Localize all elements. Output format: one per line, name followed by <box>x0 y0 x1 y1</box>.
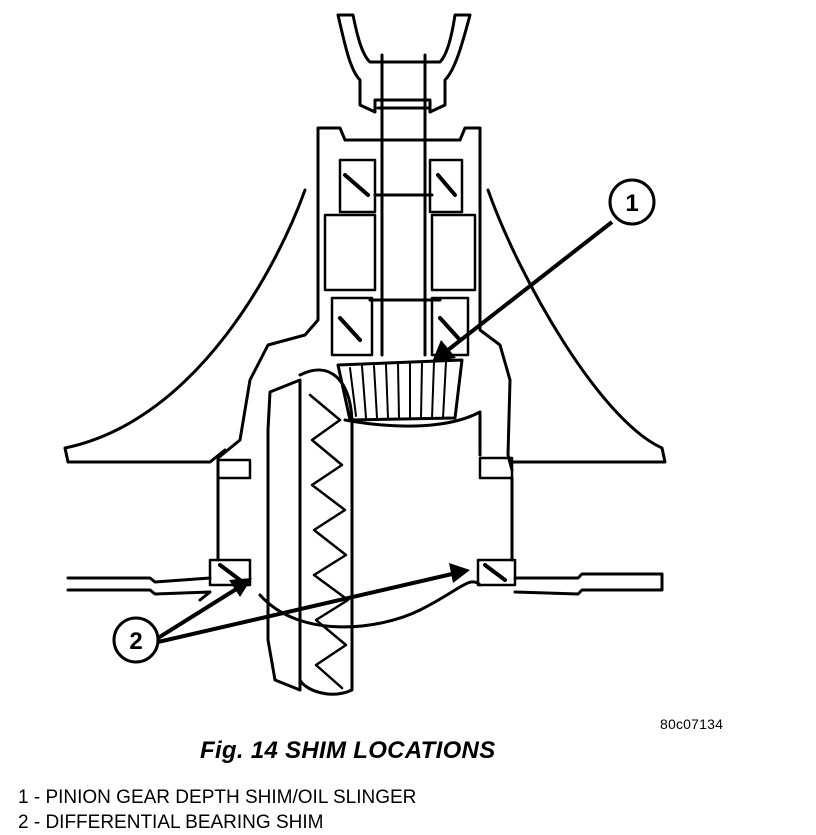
callout-1-label: 1 <box>625 190 638 217</box>
callout-1-leader <box>446 220 614 352</box>
pinion-housing <box>216 126 514 557</box>
pinion-bearing-upper <box>338 158 464 214</box>
ring-gear-teeth <box>308 393 350 690</box>
pinion-spacer <box>323 213 477 292</box>
callout-2-leader-right <box>157 572 453 644</box>
axle-tube-right <box>513 572 664 596</box>
housing-flange-left <box>63 188 307 464</box>
axle-tube-left <box>66 576 212 602</box>
callout-2-leader-left <box>156 586 240 640</box>
diff-bearing-left-upper <box>216 458 252 480</box>
pinion-gear-head <box>336 358 464 422</box>
pinion-bearing-lower <box>330 296 470 357</box>
legend: 1 - PINION GEAR DEPTH SHIM/OIL SLINGER 2… <box>18 785 416 835</box>
figure-caption: Fig. 14 SHIM LOCATIONS <box>200 737 496 764</box>
diff-bearing-right-upper <box>478 456 514 480</box>
housing-flange-right <box>486 188 667 464</box>
pinion-yoke <box>336 13 472 114</box>
ring-gear <box>298 368 354 696</box>
figure-code: 80c07134 <box>660 716 724 732</box>
callout-1: 1 <box>432 178 656 362</box>
pinion-shaft <box>368 53 442 357</box>
callout-2-label: 2 <box>129 628 142 655</box>
legend-item-2: 2 - DIFFERENTIAL BEARING SHIM <box>18 812 324 833</box>
callout-2: 2 <box>112 563 470 664</box>
callout-1-arrowhead <box>432 340 456 362</box>
legend-item-1: 1 - PINION GEAR DEPTH SHIM/OIL SLINGER <box>18 787 417 808</box>
shim-locations-diagram: 1 2 <box>63 13 667 696</box>
differential-case <box>258 378 482 692</box>
diff-bearing-right-lower <box>476 558 517 587</box>
callout-2-arrowhead-left <box>229 578 252 597</box>
callout-2-arrowhead-right <box>449 563 470 583</box>
